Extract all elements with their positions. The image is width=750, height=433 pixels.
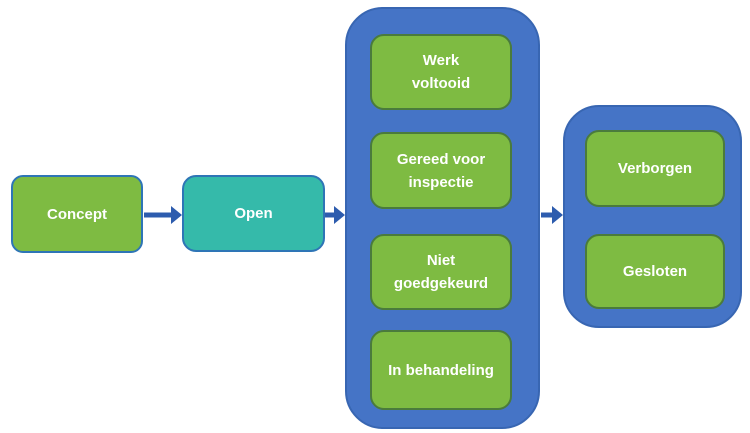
arrow-open-to-active-group-icon	[325, 206, 345, 224]
arrow-concept-to-open-icon	[144, 206, 182, 224]
arrow-active-to-end-group-icon	[541, 206, 563, 224]
node-in-behandeling: In behandeling	[370, 330, 512, 410]
node-open: Open	[182, 175, 325, 252]
end-status-group: Verborgen Gesloten	[563, 105, 742, 328]
node-werk-voltooid: Werk voltooid	[370, 34, 512, 110]
node-concept: Concept	[11, 175, 143, 253]
node-gesloten: Gesloten	[585, 234, 725, 309]
node-verborgen: Verborgen	[585, 130, 725, 207]
node-gereed-voor-inspectie: Gereed voor inspectie	[370, 132, 512, 209]
active-status-group: Werk voltooid Gereed voor inspectie Niet…	[345, 7, 540, 429]
node-niet-goedgekeurd: Niet goedgekeurd	[370, 234, 512, 310]
